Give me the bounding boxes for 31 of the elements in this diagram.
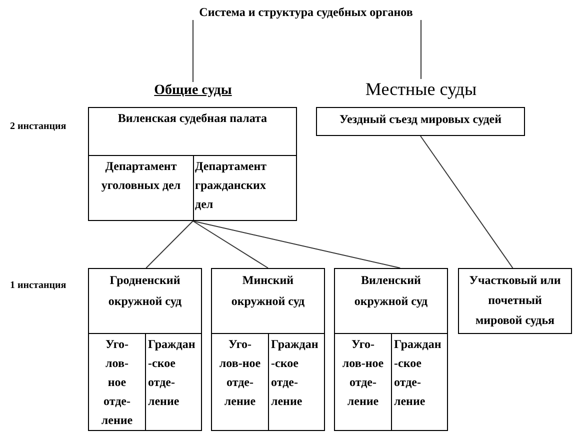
box-label: Виленский окружной суд	[353, 272, 429, 310]
box-label: Участковый или почетный мировой судья	[468, 272, 562, 329]
connector-line	[192, 220, 268, 268]
connector-line	[146, 220, 194, 268]
box-label: Департамент уголовных дел	[100, 158, 182, 194]
diagram-title: Система и структура судебных органов	[199, 5, 413, 20]
connector-line	[192, 220, 401, 268]
box-label: Уго- лов- ное отде- ление	[100, 336, 134, 429]
box-label: Граждан -ское отде- ление	[147, 336, 196, 410]
court-box	[458, 268, 572, 334]
box-label: Минский окружной суд	[230, 272, 306, 310]
connector-line	[420, 136, 514, 268]
connector-line	[192, 20, 194, 82]
box-label: Граждан -ское отде- ление	[270, 336, 320, 410]
level-label: 2 инстанция	[10, 121, 66, 133]
court-box	[334, 268, 448, 431]
connector-line	[420, 20, 422, 80]
box-label: Департамент гражданских дел	[194, 158, 268, 213]
level-label: 1 инстанция	[10, 280, 66, 292]
chamber-box	[88, 107, 297, 221]
court-box	[211, 268, 325, 431]
box-label: Гродненский окружной суд	[107, 272, 183, 310]
box-label: Граждан -ское отде- ление	[393, 336, 442, 410]
assembly-box	[316, 107, 525, 136]
group-heading: Местные суды	[365, 79, 477, 100]
box-label: Уездный съезд мировых судей	[338, 111, 503, 128]
group-heading: Общие суды	[154, 82, 232, 99]
court-box	[88, 268, 202, 431]
box-label: Виленская судебная палата	[116, 110, 268, 127]
box-label: Уго- лов-ное отде- ление	[218, 336, 262, 410]
box-label: Уго- лов-ное отде- ление	[341, 336, 385, 410]
